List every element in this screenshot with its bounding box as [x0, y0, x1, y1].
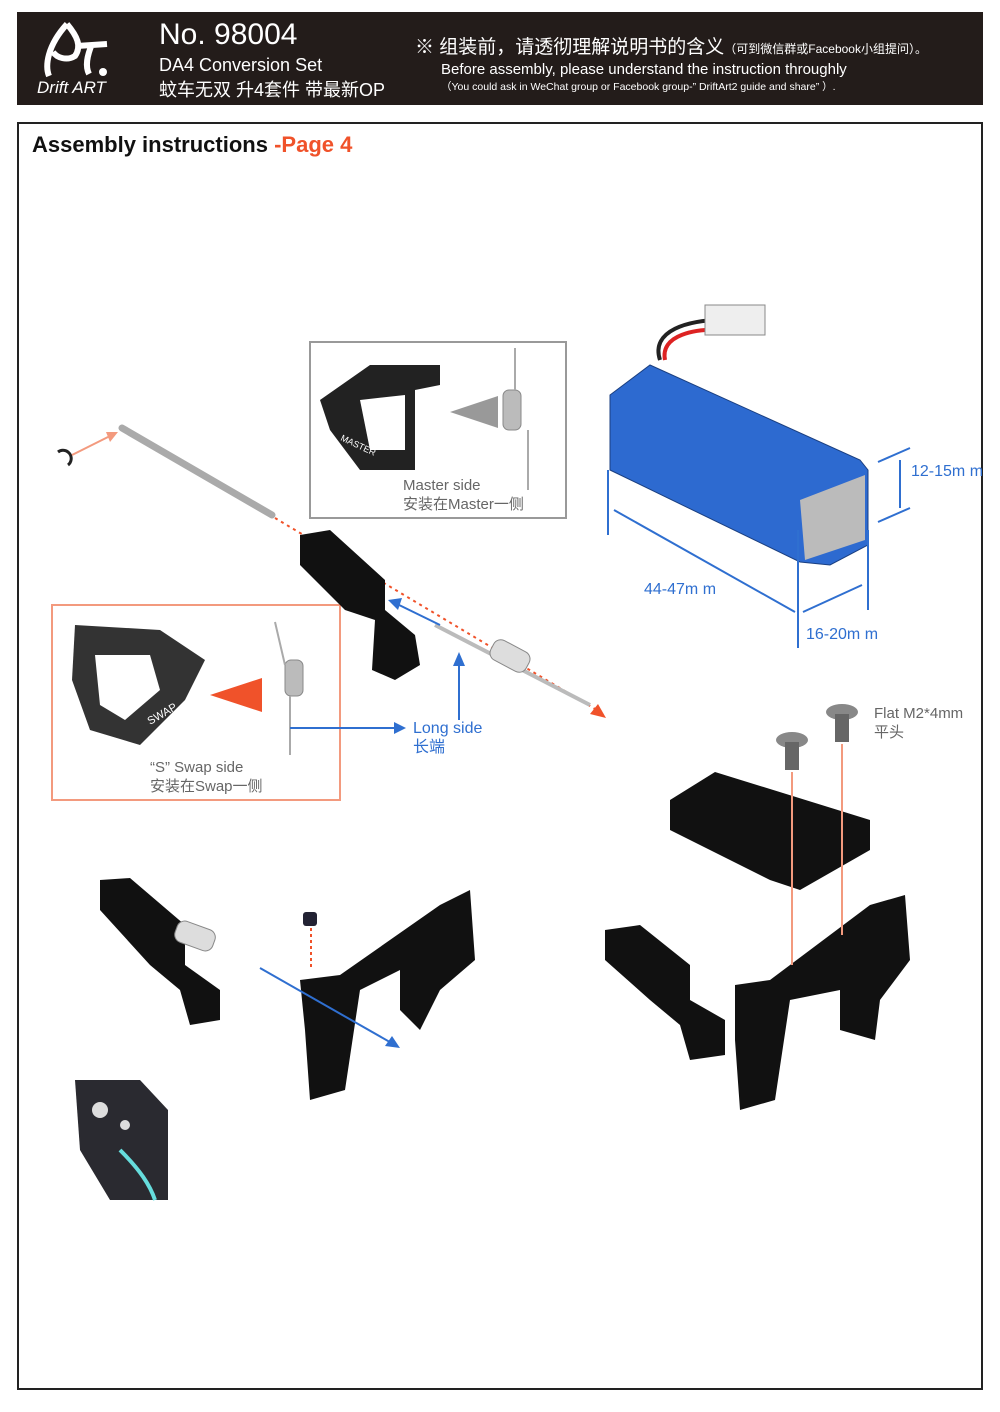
battery-height-label: 12-15m m — [911, 463, 984, 480]
battery-width-label: 16-20m m — [806, 626, 879, 643]
master-arrow — [450, 396, 498, 428]
master-spring — [502, 389, 522, 431]
assembly-step-left — [100, 878, 475, 1100]
detail-photo — [75, 1080, 168, 1200]
shaft-spring — [489, 639, 531, 673]
page-frame — [17, 122, 983, 1390]
notice-cn: ※ 组装前，请透彻理解说明书的含义（可到微信群或Facebook小组提问）。 — [415, 37, 927, 58]
product-name-cn: 蚊车无双 升4套件 带最新OP — [159, 80, 386, 100]
product-name-en: DA4 Conversion Set — [159, 55, 323, 75]
lever-part — [300, 530, 420, 680]
e-clip — [57, 448, 73, 467]
assembly-step-right — [605, 772, 910, 1110]
page-title: Assembly instructions -Page 4 — [32, 132, 353, 157]
battery-length-label: 44-47m m — [644, 581, 717, 598]
swap-spring — [284, 659, 304, 697]
battery-dimension-lines — [607, 447, 911, 648]
battery-connector — [704, 304, 766, 336]
swap-arrow — [210, 678, 262, 712]
product-number: No. 98004 — [159, 18, 298, 51]
notice-en-small: （You could ask in WeChat group or Facebo… — [441, 81, 836, 93]
swap-inset-box — [51, 604, 341, 801]
header-banner: Drift ART No. 98004 DA4 Conversion Set 蚊… — [17, 12, 983, 105]
drift-art-logo — [44, 21, 108, 78]
screw-1 — [776, 732, 808, 748]
page-number: -Page 4 — [274, 132, 353, 157]
logo-text: Drift ART — [37, 78, 106, 97]
screw-2 — [826, 704, 858, 720]
shaft — [118, 424, 276, 519]
master-inset-box — [309, 341, 567, 519]
notice-en: Before assembly, please understand the i… — [441, 61, 847, 78]
